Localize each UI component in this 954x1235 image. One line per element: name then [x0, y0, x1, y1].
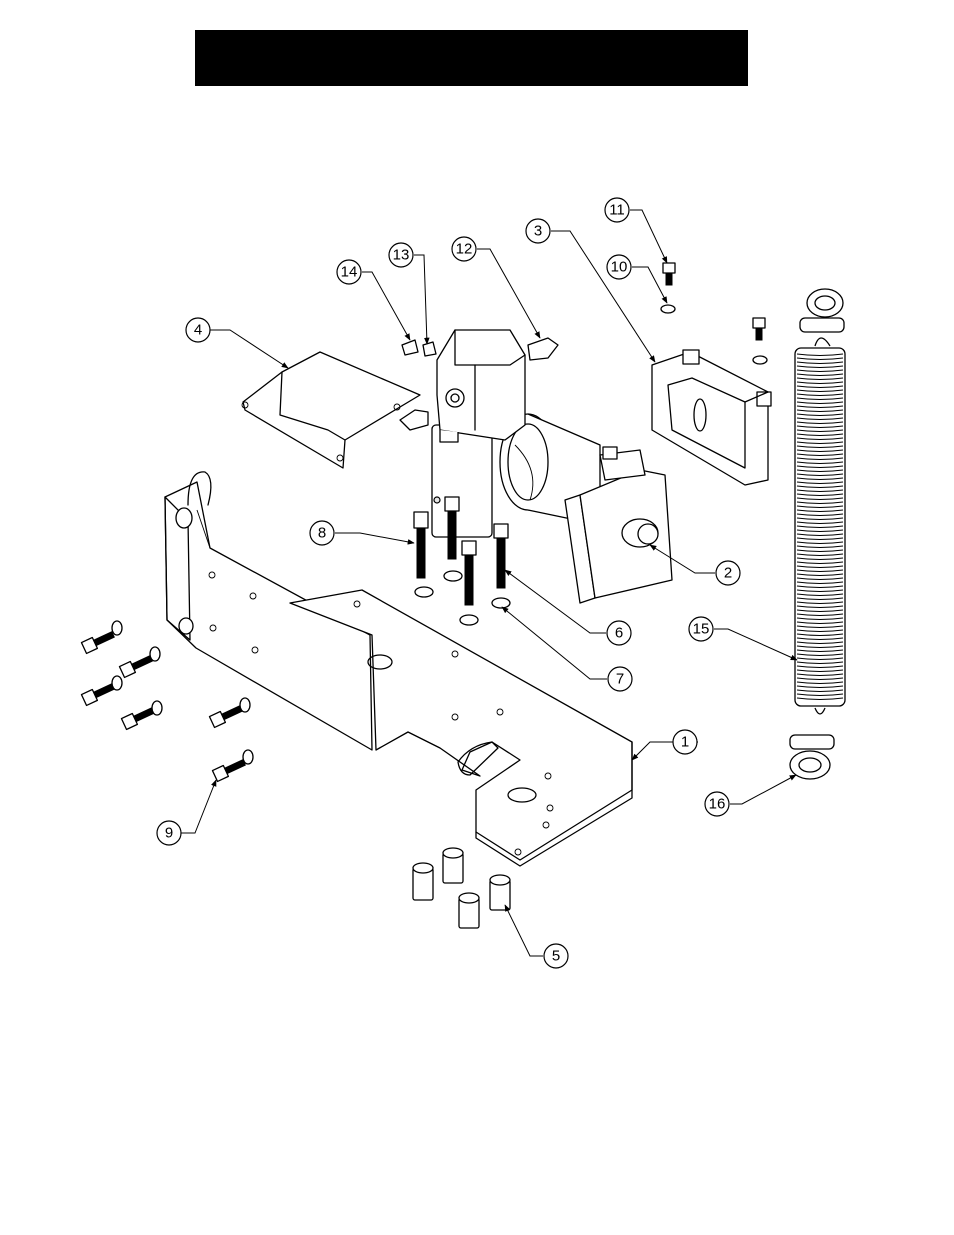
svg-text:16: 16	[709, 796, 726, 813]
svg-text:13: 13	[393, 247, 410, 264]
svg-text:2: 2	[724, 565, 732, 582]
callout-2: 2	[716, 561, 740, 585]
svg-text:5: 5	[552, 948, 560, 965]
svg-text:15: 15	[693, 621, 710, 638]
callout-3: 3	[526, 219, 550, 243]
callout-10: 10	[607, 255, 631, 279]
cover-plate	[242, 352, 420, 468]
callout-16: 16	[705, 792, 729, 816]
callout-5: 5	[544, 944, 568, 968]
fairlead	[652, 350, 771, 485]
svg-text:6: 6	[615, 625, 623, 642]
callout-9: 9	[157, 821, 181, 845]
callout-8: 8	[310, 521, 334, 545]
callout-7: 7	[608, 667, 632, 691]
svg-text:9: 9	[165, 825, 173, 842]
svg-text:8: 8	[318, 525, 326, 542]
small-bolts	[661, 263, 767, 364]
callout-13: 13	[389, 243, 413, 267]
svg-text:14: 14	[341, 264, 358, 281]
svg-text:10: 10	[611, 259, 628, 276]
svg-text:3: 3	[534, 223, 542, 240]
svg-text:4: 4	[194, 322, 202, 339]
svg-text:11: 11	[609, 202, 625, 219]
mounting-plate	[165, 472, 632, 866]
callout-6: 6	[607, 621, 631, 645]
spacers	[413, 848, 510, 928]
callout-4: 4	[186, 318, 210, 342]
svg-text:12: 12	[456, 241, 473, 258]
callout-15: 15	[689, 617, 713, 641]
svg-text:7: 7	[616, 671, 624, 688]
callout-11: 11	[605, 198, 629, 222]
extension-spring	[795, 338, 845, 714]
callout-14: 14	[337, 260, 361, 284]
svg-text:1: 1	[681, 734, 689, 751]
callout-1: 1	[673, 730, 697, 754]
callout-12: 12	[452, 237, 476, 261]
